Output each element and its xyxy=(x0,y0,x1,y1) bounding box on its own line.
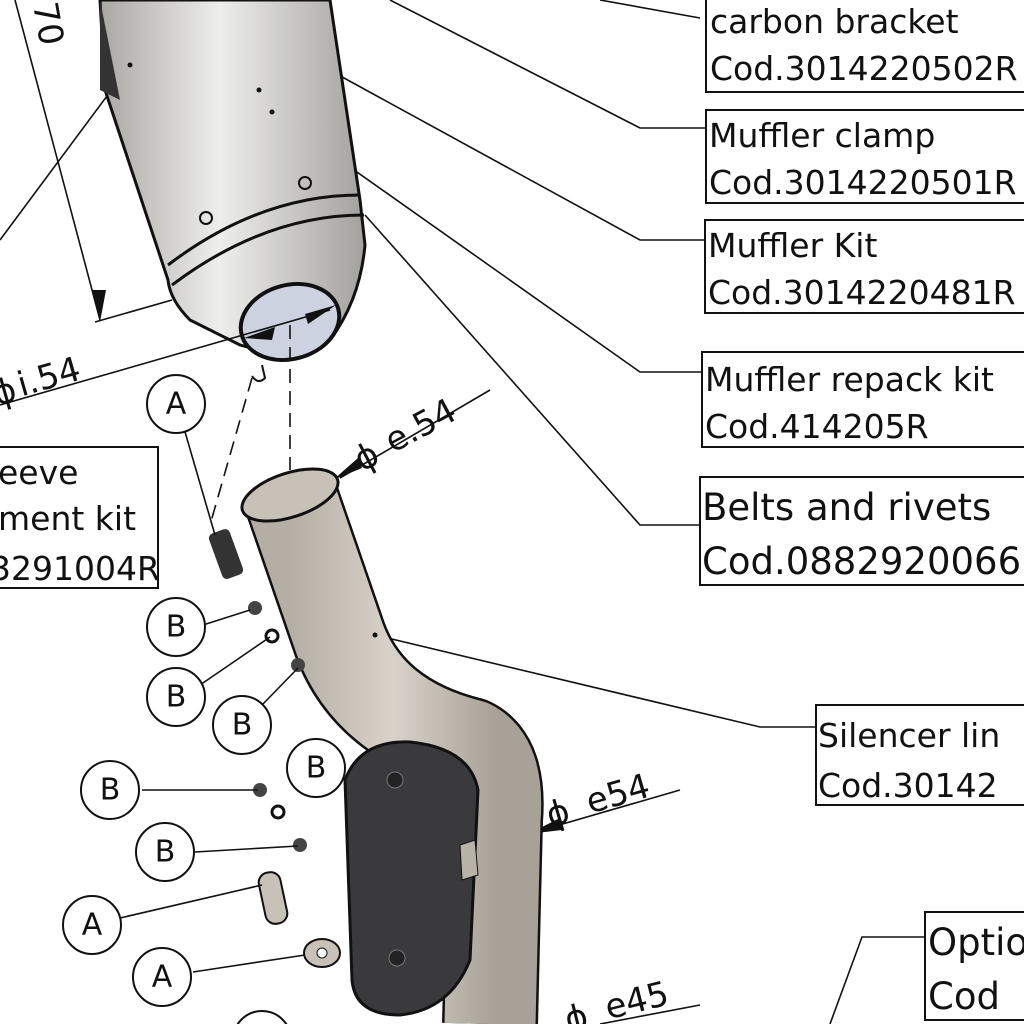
svg-text:Cod.3014220481R: Cod.3014220481R xyxy=(708,273,1016,312)
svg-text:B: B xyxy=(306,751,327,786)
dimension-length: 70 xyxy=(24,0,71,49)
svg-text:B: B xyxy=(155,835,176,870)
dimension-phi: ϕ xyxy=(561,996,592,1024)
muffler xyxy=(98,0,367,382)
balloon-b: B xyxy=(146,667,206,727)
svg-text:carbon bracket: carbon bracket xyxy=(710,2,959,41)
dimension-inner-dia: i.54 xyxy=(13,349,85,405)
spring-icon xyxy=(208,529,244,579)
svg-text:Optio: Optio xyxy=(928,921,1024,964)
svg-text:eeve: eeve xyxy=(0,453,78,492)
svg-text:B: B xyxy=(232,708,253,743)
svg-text:Belts and rivets: Belts and rivets xyxy=(702,486,991,529)
hardware xyxy=(208,529,341,968)
balloon-b: B xyxy=(286,738,346,798)
svg-text:3291004R: 3291004R xyxy=(0,549,160,588)
svg-text:Muffler repack kit: Muffler repack kit xyxy=(705,360,994,399)
part-label-silencer-link: Silencer lin Cod.30142 xyxy=(815,704,1024,806)
dimension-outer-dia-2: e54 xyxy=(582,766,655,822)
svg-text:Cod.0882920066: Cod.0882920066 xyxy=(702,540,1021,583)
silencer-link-pipe xyxy=(240,467,544,1024)
svg-text:Cod.3014220502R: Cod.3014220502R xyxy=(710,49,1018,88)
balloon-b: B xyxy=(80,760,140,820)
svg-text:ment kit: ment kit xyxy=(0,499,136,538)
part-label-muffler-clamp: Muffler clamp Cod.3014220501R xyxy=(705,109,1024,204)
balloon-b: B xyxy=(146,597,206,657)
svg-text:A: A xyxy=(82,908,103,943)
balloon-b: B xyxy=(135,822,195,882)
balloon-a: A xyxy=(62,895,122,955)
part-label-carbon-bracket: carbon bracket Cod.3014220502R xyxy=(705,0,1024,93)
svg-text:Cod.414205R: Cod.414205R xyxy=(705,407,929,446)
svg-text:Silencer lin: Silencer lin xyxy=(818,716,1000,755)
rivet-icon xyxy=(199,211,213,225)
svg-text:Cod: Cod xyxy=(928,975,1000,1018)
dimension-phi: ϕ xyxy=(347,434,386,480)
part-label-muffler-kit: Muffler Kit Cod.3014220481R xyxy=(704,219,1024,314)
svg-text:A: A xyxy=(152,960,173,995)
svg-text:Cod.30142: Cod.30142 xyxy=(818,766,998,805)
balloons: A B B B B B B A A xyxy=(62,374,346,1024)
part-label-belts-and-rivets: Belts and rivets Cod.0882920066 xyxy=(699,476,1024,586)
dimension-outer-dia-3: e45 xyxy=(601,974,673,1024)
svg-text:B: B xyxy=(100,773,121,808)
svg-text:B: B xyxy=(166,680,187,715)
rivet-icon xyxy=(298,176,312,190)
svg-text:Muffler clamp: Muffler clamp xyxy=(709,116,935,155)
part-label-muffler-repack-kit: Muffler repack kit Cod.414205R xyxy=(701,351,1024,448)
balloon-a: A xyxy=(146,374,206,434)
svg-text:B: B xyxy=(166,610,187,645)
svg-text:Cod.3014220501R: Cod.3014220501R xyxy=(709,163,1017,202)
part-label-sleeve-kit: eeve ment kit 3291004R xyxy=(0,446,160,589)
part-label-optional: Optio Cod xyxy=(924,911,1024,1021)
svg-text:Muffler Kit: Muffler Kit xyxy=(708,226,877,265)
balloon-a: A xyxy=(132,947,192,1007)
svg-text:A: A xyxy=(166,387,187,422)
balloon-b: B xyxy=(212,695,272,755)
dimension-outer-dia-1: e.54 xyxy=(378,391,463,462)
carbon-heat-shield xyxy=(343,740,480,1017)
balloon-leaders xyxy=(119,424,306,973)
leader-lines xyxy=(0,0,928,1024)
